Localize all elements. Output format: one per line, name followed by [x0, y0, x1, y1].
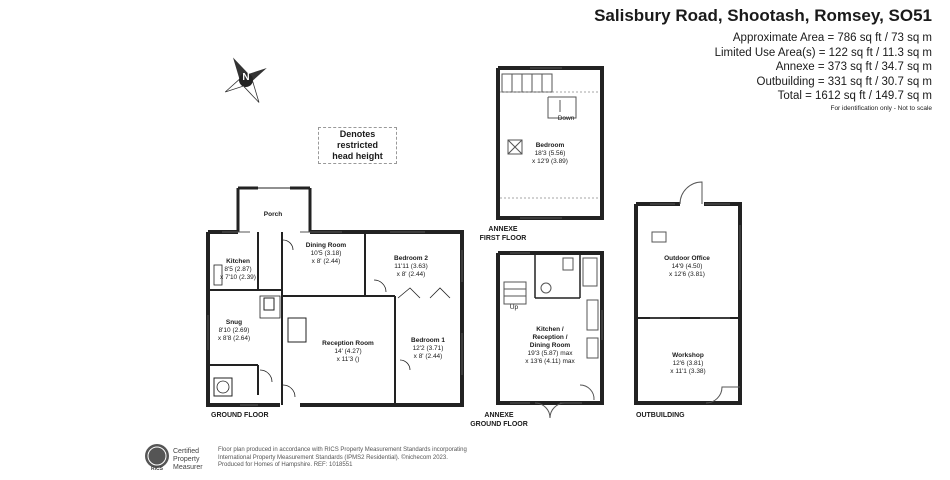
footer-notes: Floor plan produced in accordance with R…	[218, 447, 467, 468]
room-annexe-kitchen: Kitchen / Reception / Dining Room 19'3 (…	[525, 326, 575, 365]
stairs-up-label: Up	[509, 304, 519, 311]
outbuilding-area: Outbuilding = 331 sq ft / 30.7 sq m	[756, 75, 932, 88]
restricted-head-height-legend: Denotes restricted head height	[318, 127, 397, 164]
approximate-area: Approximate Area = 786 sq ft / 73 sq m	[732, 32, 932, 44]
stairs-down-label: Down	[557, 115, 575, 122]
restricted-label-line2: head height	[332, 151, 383, 161]
limited-use-area: Limited Use Area(s) = 122 sq ft / 11.3 s…	[714, 46, 932, 59]
compass-north-letter: N	[242, 72, 250, 83]
annexe-area: Annexe = 373 sq ft / 34.7 sq m	[775, 61, 932, 73]
restricted-label-line1: Denotes restricted	[336, 129, 379, 150]
outbuilding-label: OUTBUILDING	[636, 412, 685, 419]
rics-logo-icon	[145, 444, 169, 468]
total-area: Total = 1612 sq ft / 149.7 sq m	[777, 90, 932, 102]
ground-floor-label: GROUND FLOOR	[211, 412, 269, 419]
rics-logo-text: RICS	[151, 466, 163, 472]
room-porch: Porch	[263, 211, 283, 218]
compass-icon	[224, 57, 267, 103]
property-address: Salisbury Road, Shootash, Romsey, SO51	[594, 6, 932, 25]
identification-note: For identification only - Not to scale	[830, 105, 932, 112]
